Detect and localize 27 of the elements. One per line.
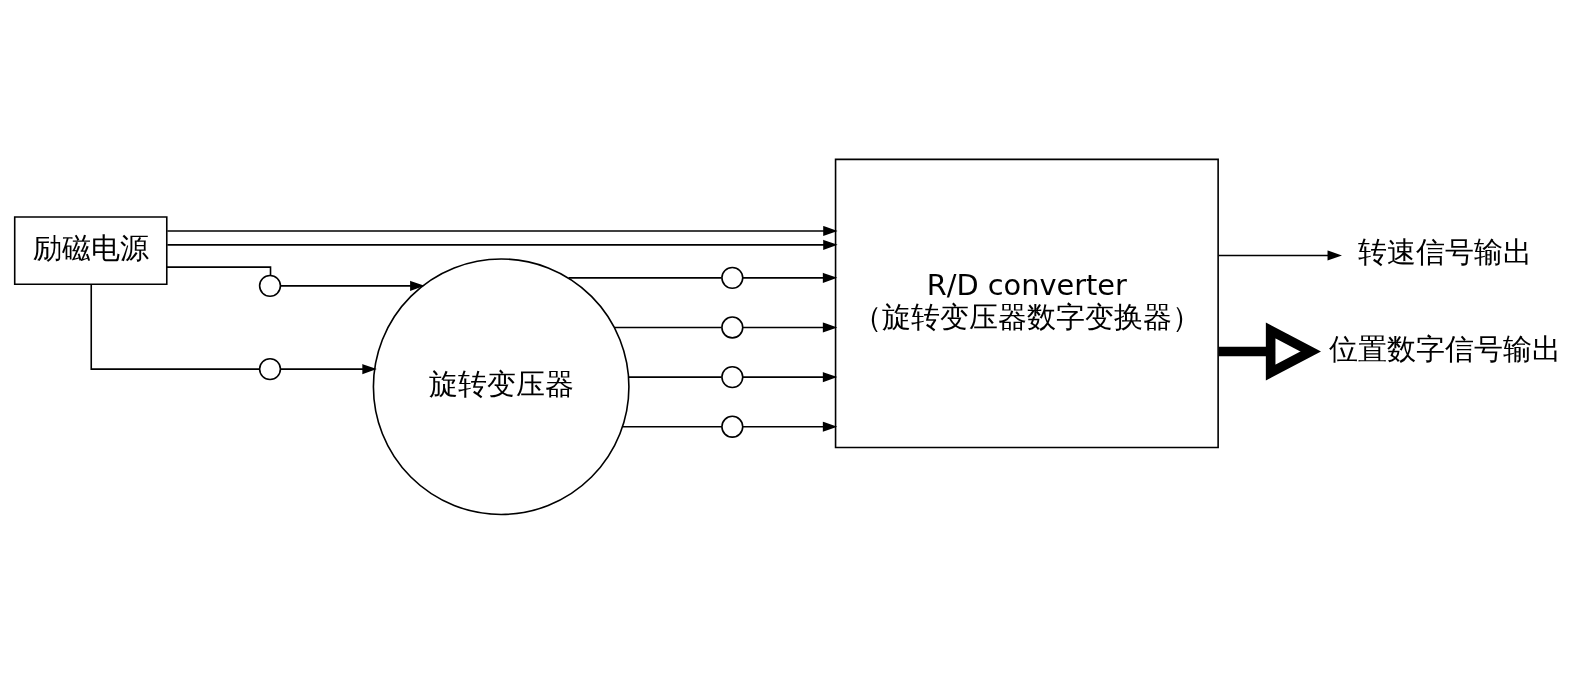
node-circle <box>721 315 744 339</box>
arrow <box>742 421 838 432</box>
node-box: 励磁电源 <box>13 215 168 285</box>
connector <box>567 276 723 279</box>
node-text: 位置数字信号输出 <box>1328 331 1561 366</box>
node-circle <box>258 274 282 297</box>
arrow <box>166 225 838 236</box>
node-text: 转速信号输出 <box>1357 234 1532 269</box>
arrow <box>1217 249 1342 260</box>
arrow <box>742 321 838 333</box>
connector <box>613 326 723 328</box>
connector <box>166 265 272 276</box>
connector <box>622 425 723 428</box>
arrow <box>1218 322 1321 380</box>
node-box: R/D converter （旋转变压器数字变换器） <box>834 158 1219 448</box>
node-circle <box>721 415 744 438</box>
node-circle <box>721 266 744 289</box>
arrow <box>742 371 838 382</box>
arrow <box>279 280 425 291</box>
node-circle <box>721 365 744 388</box>
node-circle: 旋转变压器 <box>372 257 630 515</box>
connector <box>90 282 261 370</box>
arrow <box>166 239 838 250</box>
arrow <box>279 363 377 374</box>
node-circle <box>258 357 282 380</box>
arrow <box>742 272 838 283</box>
connector <box>628 375 723 378</box>
